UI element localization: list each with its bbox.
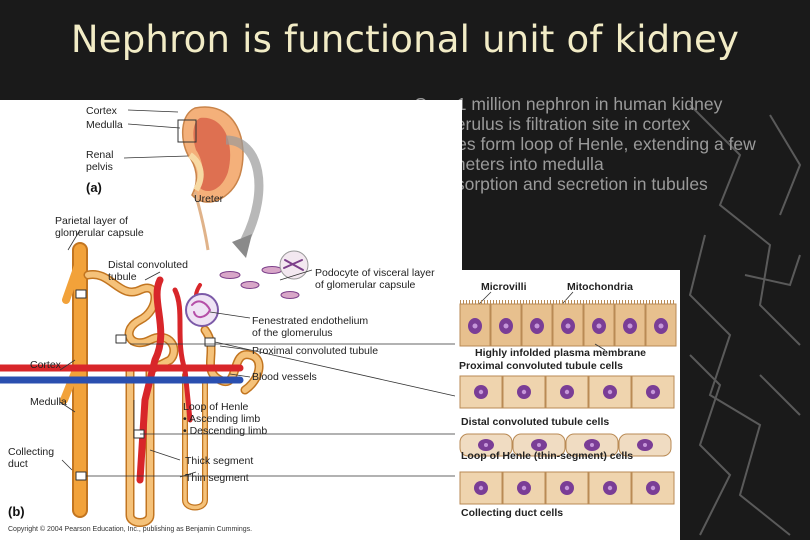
label-infolded-membrane: Highly infolded plasma membrane [475,347,646,359]
label-collecting-cells: Collecting duct cells [461,507,563,519]
label-mitochondria: Mitochondria [567,281,633,293]
label-distal-1: Distal convoluted [108,259,188,271]
label-pelvis: pelvis [86,161,113,173]
label-ascending-limb: • Ascending limb [183,413,260,425]
label-collecting-2: duct [8,458,28,470]
slide-title: Nephron is functional unit of kidney [70,18,740,61]
collecting-cells [459,471,675,505]
label-kidney-cortex: Cortex [86,105,118,117]
label-proximal-cells: Proximal convoluted tubule cells [459,360,623,372]
label-microvilli: Microvilli [481,281,527,293]
label-collecting-1: Collecting [8,446,54,458]
label-parietal-1: Parietal layer of [55,215,128,227]
label-renal: Renal [86,149,113,161]
label-fenestrated-2: of the glomerulus [252,327,333,339]
label-distal-cells: Distal convoluted tubule cells [461,416,609,428]
nephron-illustration [0,242,309,527]
label-descending-limb: • Descending limb [183,425,267,437]
nephron-figure: Cortex Medulla Renal pelvis Ureter (a) [0,105,456,533]
label-thin-segment: Thin segment [185,472,249,484]
label-proximal-tubule: Proximal convoluted tubule [252,345,378,357]
panel-a-label: (a) [86,180,102,195]
label-loop-of-henle: Loop of Henle [183,401,249,413]
label-loop-cells: Loop of Henle (thin-segment) cells [461,450,633,462]
label-kidney-medulla: Medulla [86,119,123,131]
background-pattern [688,104,802,536]
label-ureter: Ureter [194,193,224,205]
proximal-cells [459,300,677,347]
distal-cells [459,375,675,409]
label-podocyte-2: of glomerular capsule [315,279,416,291]
panel-b-label: (b) [8,504,25,519]
label-thick-segment: Thick segment [185,455,253,467]
label-cortex: Cortex [30,359,62,371]
label-podocyte-1: Podocyte of visceral layer [315,267,435,279]
kidney-illustration [177,106,264,258]
copyright-note: Copyright © 2004 Pearson Education, Inc.… [8,525,252,533]
label-distal-2: tubule [108,271,137,283]
label-parietal-2: glomerular capsule [55,227,144,239]
label-blood-vessels: Blood vessels [252,371,317,383]
label-medulla: Medulla [30,396,67,408]
cell-types-figure: Microvilli Mitochondria Highly infolded … [459,281,677,519]
label-fenestrated-1: Fenestrated endothelium [252,315,368,327]
